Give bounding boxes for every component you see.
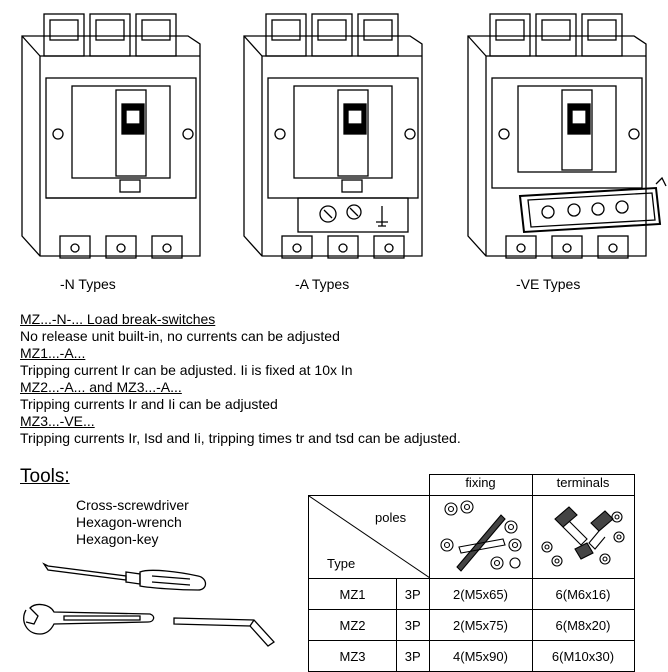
desc-heading-mz23a: MZ2...-A... and MZ3...-A... xyxy=(20,379,182,395)
terminals-header: terminals xyxy=(531,474,635,496)
row-type: MZ3 xyxy=(308,640,397,672)
row-terminals: 6(M10x30) xyxy=(531,640,635,672)
desc-text-n: No release unit built-in, no currents ca… xyxy=(20,328,340,344)
row-fixing: 2(M5x65) xyxy=(428,578,533,610)
tools-title: Tools: xyxy=(20,466,70,487)
table-row: MZ1 3P 2(M5x65) 6(M6x16) xyxy=(308,578,635,610)
row-terminals: 6(M6x16) xyxy=(531,578,635,610)
breaker-n-caption: -N Types xyxy=(60,276,116,292)
hexagon-wrench-icon xyxy=(23,603,155,635)
terminal-screws-cell xyxy=(531,495,635,579)
tool-name-wrench: Hexagon-wrench xyxy=(76,514,182,530)
screwdriver-icon xyxy=(42,562,207,591)
table-row: MZ3 3P 4(M5x90) 6(M10x30) xyxy=(308,640,635,672)
desc-heading-mz1a: MZ1...-A... xyxy=(20,345,86,361)
fixing-terminals-table: fixing terminals poles Type xyxy=(308,474,635,672)
desc-heading-mz3ve: MZ3...-VE... xyxy=(20,413,95,429)
breaker-a-illustration xyxy=(243,13,423,259)
row-terminals: 6(M8x20) xyxy=(531,609,635,641)
row-fixing: 4(M5x90) xyxy=(428,640,533,672)
breaker-n-illustration xyxy=(21,13,201,259)
desc-text-mz23a: Tripping currents Ir and Ii can be adjus… xyxy=(20,396,278,412)
desc-text-mz1a: Tripping current Ir can be adjusted. Ii … xyxy=(20,362,353,378)
row-fixing: 2(M5x75) xyxy=(428,609,533,641)
hexagon-key-icon xyxy=(173,617,275,647)
fixing-header: fixing xyxy=(428,474,533,496)
row-poles: 3P xyxy=(396,578,430,610)
terminal-screws-icon xyxy=(541,505,625,567)
diagonal-divider xyxy=(309,496,430,578)
row-poles: 3P xyxy=(396,609,430,641)
fixing-bolts-icon xyxy=(439,499,522,572)
breaker-ve-illustration xyxy=(467,13,667,259)
breaker-ve-caption: -VE Types xyxy=(516,276,581,292)
poles-header: poles xyxy=(375,510,407,525)
desc-text-mz3ve: Tripping currents Ir, Isd and Ii, trippi… xyxy=(20,430,461,446)
row-type: MZ2 xyxy=(308,609,397,641)
tool-name-screwdriver: Cross-screwdriver xyxy=(76,497,189,513)
fixing-bolts-cell xyxy=(428,495,533,579)
row-type: MZ1 xyxy=(308,578,397,610)
tool-name-key: Hexagon-key xyxy=(76,531,159,547)
type-header: Type xyxy=(327,556,356,571)
desc-heading-n: MZ...-N-... Load break-switches xyxy=(20,311,216,327)
row-poles: 3P xyxy=(396,640,430,672)
poles-type-header-cell: poles Type xyxy=(308,495,430,579)
breaker-a-caption: -A Types xyxy=(295,276,350,292)
table-row: MZ2 3P 2(M5x75) 6(M8x20) xyxy=(308,609,635,641)
